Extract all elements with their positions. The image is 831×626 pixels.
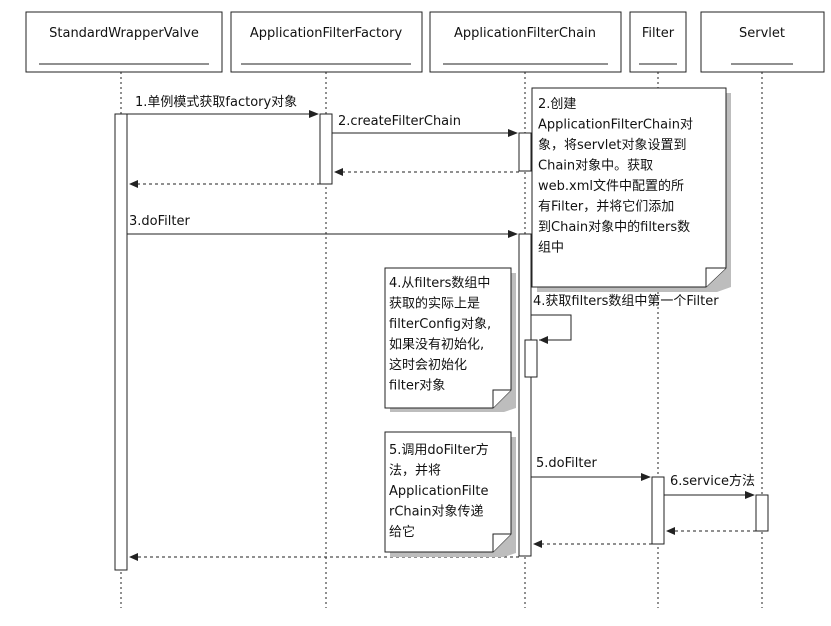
participant-label: ApplicationFilterChain xyxy=(454,26,596,41)
participant-applicationfilterfactory: ApplicationFilterFactory xyxy=(230,11,423,73)
message-arrow-4 xyxy=(531,314,572,341)
participant-servlet: Servlet xyxy=(700,11,825,73)
note-line: 如果没有初始化, xyxy=(389,337,484,353)
message-label-2: 2.createFilterChain xyxy=(338,114,461,129)
note-line: 组中 xyxy=(538,241,564,256)
note-line: 象，将servlet对象设置到 xyxy=(538,138,687,153)
note-line: filterConfig对象, xyxy=(389,317,491,332)
note-line: ApplicationFilterChain对 xyxy=(538,118,693,133)
note-line: 获取的实际上是 xyxy=(389,296,480,312)
participant-label: ApplicationFilterFactory xyxy=(250,26,403,41)
participant-standardwrappervalve: StandardWrapperValve xyxy=(25,11,223,73)
participant-applicationfilterchain: ApplicationFilterChain xyxy=(429,11,622,73)
note-line: 2.创建 xyxy=(538,97,576,112)
note-line: web.xml文件中配置的所 xyxy=(538,178,684,194)
note-line: 这时会初始化 xyxy=(389,357,467,373)
note-line: 到Chain对象中的filters数 xyxy=(538,219,690,235)
participant-label: Servlet xyxy=(739,26,785,41)
note-line: 法，并将 xyxy=(389,464,441,479)
message-label-1: 1.单例模式获取factory对象 xyxy=(135,95,297,110)
note-line: ApplicationFilte xyxy=(389,484,489,499)
note-line: filter对象 xyxy=(389,379,445,394)
participant-label: StandardWrapperValve xyxy=(49,26,199,41)
participant-filter: Filter xyxy=(629,11,687,73)
note-line: Chain对象中。获取 xyxy=(538,159,653,174)
return-arrowhead-5 xyxy=(533,540,542,548)
message-arrowhead-4 xyxy=(539,336,548,344)
activation-filter xyxy=(651,476,665,545)
return-arrowhead-2 xyxy=(334,168,343,176)
return-arrowhead-1 xyxy=(129,180,138,188)
activation-factory xyxy=(319,113,333,185)
activation-servlet xyxy=(755,494,769,532)
note-2: 2.创建 ApplicationFilterChain对象，将servlet对象设… xyxy=(531,87,731,292)
message-label-5: 5.doFilter xyxy=(536,456,597,471)
activation-chain-create xyxy=(518,132,532,172)
participant-label: Filter xyxy=(642,26,675,41)
message-label-4: 4.获取filters数组中第一个Filter xyxy=(533,294,719,309)
note-line: rChain对象传递 xyxy=(389,505,483,520)
return-arrowhead-6 xyxy=(666,527,675,535)
note-line: 4.从filters数组中 xyxy=(389,276,490,291)
message-label-3: 3.doFilter xyxy=(129,214,190,229)
activation-standardwrappervalve xyxy=(114,113,128,571)
message-label-6: 6.service方法 xyxy=(670,473,755,489)
activation-chain-self xyxy=(524,339,538,378)
note-line: 5.调用doFilter方 xyxy=(389,442,489,458)
note-line: 有Filter，并将它们添加 xyxy=(538,199,674,215)
note-line: 给它 xyxy=(389,524,415,540)
activation-chain-dofilter xyxy=(518,233,532,557)
return-arrowhead-3 xyxy=(129,553,138,561)
note-text: 2.创建 ApplicationFilterChain对象，将servlet对象设… xyxy=(538,97,693,256)
